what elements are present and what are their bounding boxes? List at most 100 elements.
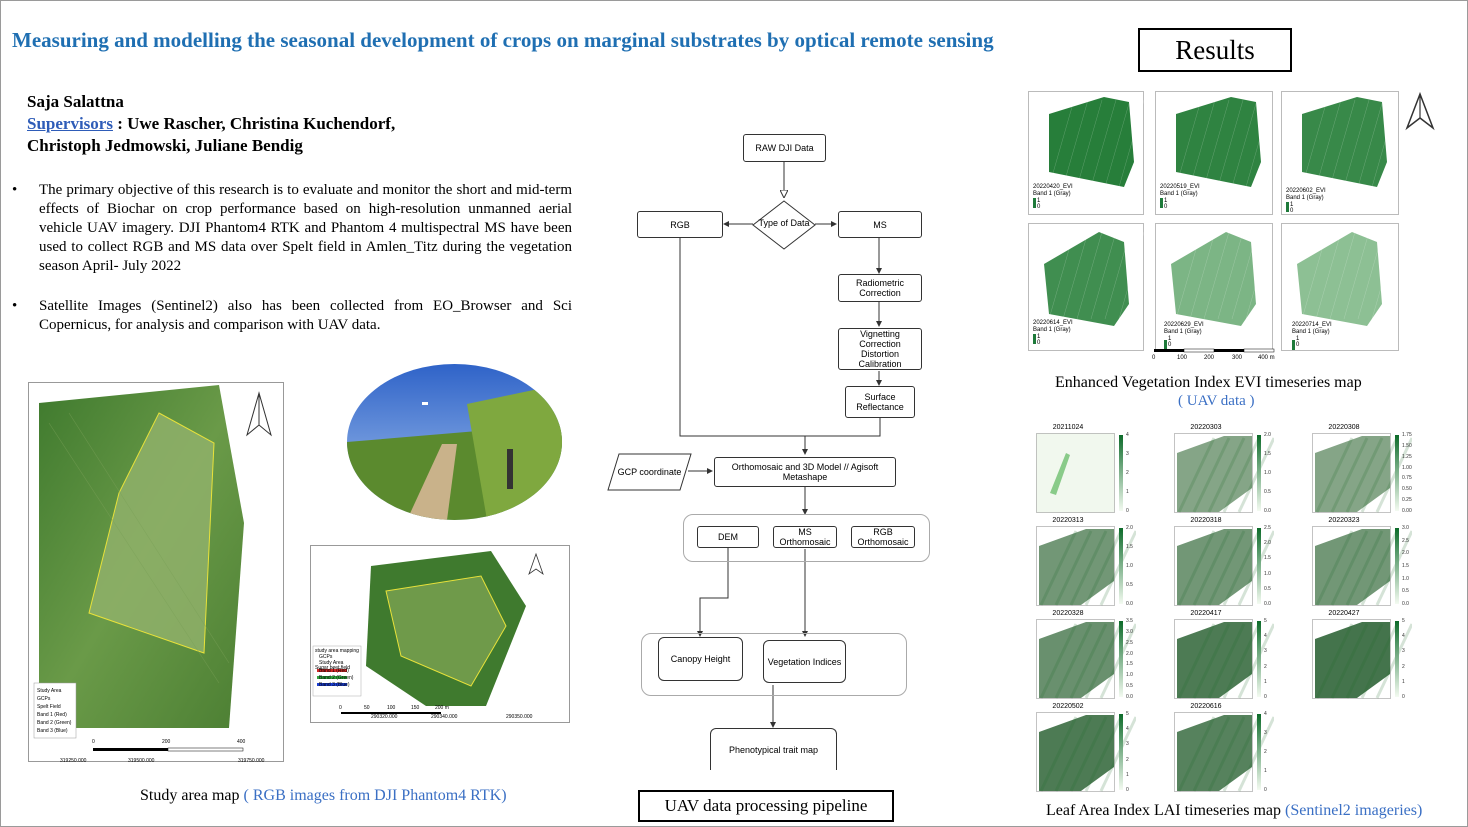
- lai-map-image: [1036, 619, 1136, 699]
- pipeline-ms: MS: [838, 211, 922, 238]
- lai-colorbar-tick: 1.0: [1126, 563, 1133, 569]
- bullet-objective-text: The primary objective of this research i…: [39, 182, 572, 274]
- evi-map-2: 20220519_EVI Band 1 (Gray) 1 0: [1155, 91, 1273, 215]
- evi-map-date: 20220629_EVI: [1164, 322, 1204, 328]
- lai-colorbar-tick: 1: [1264, 678, 1267, 685]
- lai-colorbar-tick: 1.25: [1402, 453, 1412, 460]
- lai-colorbar-tick: 1.75: [1402, 432, 1412, 438]
- north-arrow-icon: [1405, 92, 1435, 131]
- evi-legend-min: 0: [1164, 204, 1168, 210]
- evi-legend-max: 1: [1164, 198, 1168, 204]
- lai-colorbar-tick: 0.75: [1402, 475, 1412, 482]
- bullet-dot: •: [12, 298, 18, 314]
- lai-colorbar-tick: 1: [1126, 771, 1129, 778]
- pipeline-raw-data: RAW DJI Data: [743, 134, 826, 162]
- study-area-map-image: [33, 385, 272, 752]
- lai-colorbar-tick: 1: [1126, 489, 1129, 495]
- lai-colorbar-tick: 4: [1126, 726, 1129, 733]
- evi-legend-max: 1: [1037, 198, 1041, 204]
- evi-legend-min: 0: [1037, 204, 1041, 210]
- lai-colorbar-tick: 3: [1126, 741, 1129, 748]
- lai-colorbar-tick: 0.5: [1126, 582, 1133, 588]
- lai-colorbar-tick: 2.0: [1126, 525, 1133, 531]
- lai-map-image: [1174, 526, 1274, 606]
- bullet-satellite-text: Satellite Images (Sentinel2) also has be…: [39, 298, 572, 333]
- lai-colorbar-tick: 1: [1264, 768, 1267, 774]
- pipeline-vegetation-indices: Vegetation Indices: [763, 640, 846, 683]
- lai-map-date: 20220308: [1328, 424, 1360, 431]
- lai-colorbar-tick: 1.0: [1402, 575, 1409, 582]
- lai-map-date: 20220318: [1190, 517, 1222, 524]
- field-photo-image: [347, 364, 562, 520]
- lai-colorbar-tick: 0: [1264, 787, 1267, 793]
- inset-x-tick-1: 290320.000: [371, 714, 398, 720]
- map-x-tick-2: 319500.000: [128, 758, 155, 764]
- inset-scale-200: 200 m: [435, 705, 449, 711]
- pipeline-gcp: GCP coordinate: [607, 453, 692, 491]
- map-x-tick-3: 319750.000: [238, 758, 265, 764]
- supervisors-link[interactable]: Supervisors: [27, 114, 113, 133]
- evi-band-label: Band 1 (Gray): [1164, 329, 1202, 335]
- evi-map-date: 20220519_EVI: [1160, 184, 1200, 190]
- lai-colorbar-tick: 2.0: [1264, 432, 1271, 438]
- inset-scale-150: 150: [411, 705, 420, 711]
- inset-x-tick-2: 290340.000: [431, 714, 458, 720]
- lai-colorbar-tick: 1.0: [1126, 672, 1133, 679]
- map-legend-gcps: GCPs: [37, 696, 51, 702]
- lai-map-date: 20220328: [1052, 610, 1084, 617]
- lai-colorbar-tick: 5: [1264, 618, 1267, 624]
- pipeline-orthomosaic: Orthomosaic and 3D Model // Agisoft Meta…: [714, 457, 896, 487]
- inset-legend-title: study area mapping: [315, 648, 359, 654]
- evi-map-image: [1033, 231, 1145, 344]
- evi-scale-100: 100: [1177, 355, 1188, 361]
- author-name: Saja Salattna: [27, 92, 124, 111]
- map-legend-study-area: Study Area: [37, 688, 62, 694]
- lai-colorbar-tick: 1: [1402, 678, 1405, 685]
- lai-colorbar-tick: 1.00: [1402, 464, 1412, 471]
- lai-map-date: 20220417: [1190, 610, 1222, 617]
- lai-colorbar-tick: 2: [1126, 470, 1129, 476]
- pipeline-canopy-height: Canopy Height: [658, 637, 743, 681]
- evi-map-6: 20220714_EVI Band 1 (Gray) 1 0: [1281, 223, 1399, 351]
- lai-colorbar-tick: 1.5: [1264, 451, 1271, 457]
- evi-legend-max: 1: [1296, 336, 1300, 342]
- pipeline-phenotypical-map: Phenotypical trait map: [710, 728, 837, 770]
- evi-map-date: 20220420_EVI: [1033, 184, 1073, 190]
- lai-colorbar-tick: 5: [1126, 711, 1129, 717]
- map-scale-400: 400: [237, 739, 246, 745]
- lai-colorbar-tick: 1.0: [1264, 470, 1271, 476]
- lai-colorbar-tick: 0: [1126, 508, 1129, 514]
- map-legend-band2: Band 2 (Green): [37, 720, 72, 726]
- evi-scale-0: 0: [1152, 355, 1156, 361]
- lai-colorbar-tick: 1.5: [1126, 544, 1133, 550]
- inset-legend-band2: Band 2 (Green): [319, 675, 354, 681]
- map-scale-0: 0: [92, 739, 95, 745]
- evi-legend-min: 0: [1168, 342, 1172, 348]
- lai-colorbar-tick: 2.0: [1402, 550, 1409, 557]
- lai-colorbar-tick: 0.50: [1402, 486, 1412, 493]
- pipeline-vignetting: Vignetting Correction Distortion Calibra…: [838, 328, 922, 370]
- evi-legend-min: 0: [1296, 342, 1300, 348]
- lai-colorbar-tick: 2.5: [1264, 525, 1271, 531]
- lai-colorbar-tick: 0.5: [1126, 683, 1133, 690]
- lai-colorbar-tick: 0.0: [1264, 601, 1271, 607]
- pipeline-title: UAV data processing pipeline: [638, 790, 894, 822]
- inset-scale-0: 0: [339, 705, 342, 711]
- lai-map-image: [1174, 619, 1274, 699]
- evi-map-date: 20220714_EVI: [1292, 322, 1332, 328]
- bullet-dot: •: [12, 182, 18, 198]
- evi-map-image: [1292, 231, 1398, 350]
- lai-map-image: [1312, 526, 1412, 606]
- evi-legend-min: 0: [1037, 340, 1041, 346]
- lai-map-date: 20220502: [1052, 703, 1084, 710]
- decision-diamond: [752, 200, 816, 250]
- pipeline-rgb: RGB: [637, 211, 723, 238]
- lai-colorbar-tick: 3.0: [1126, 628, 1133, 635]
- lai-map-date: 20220616: [1190, 703, 1222, 710]
